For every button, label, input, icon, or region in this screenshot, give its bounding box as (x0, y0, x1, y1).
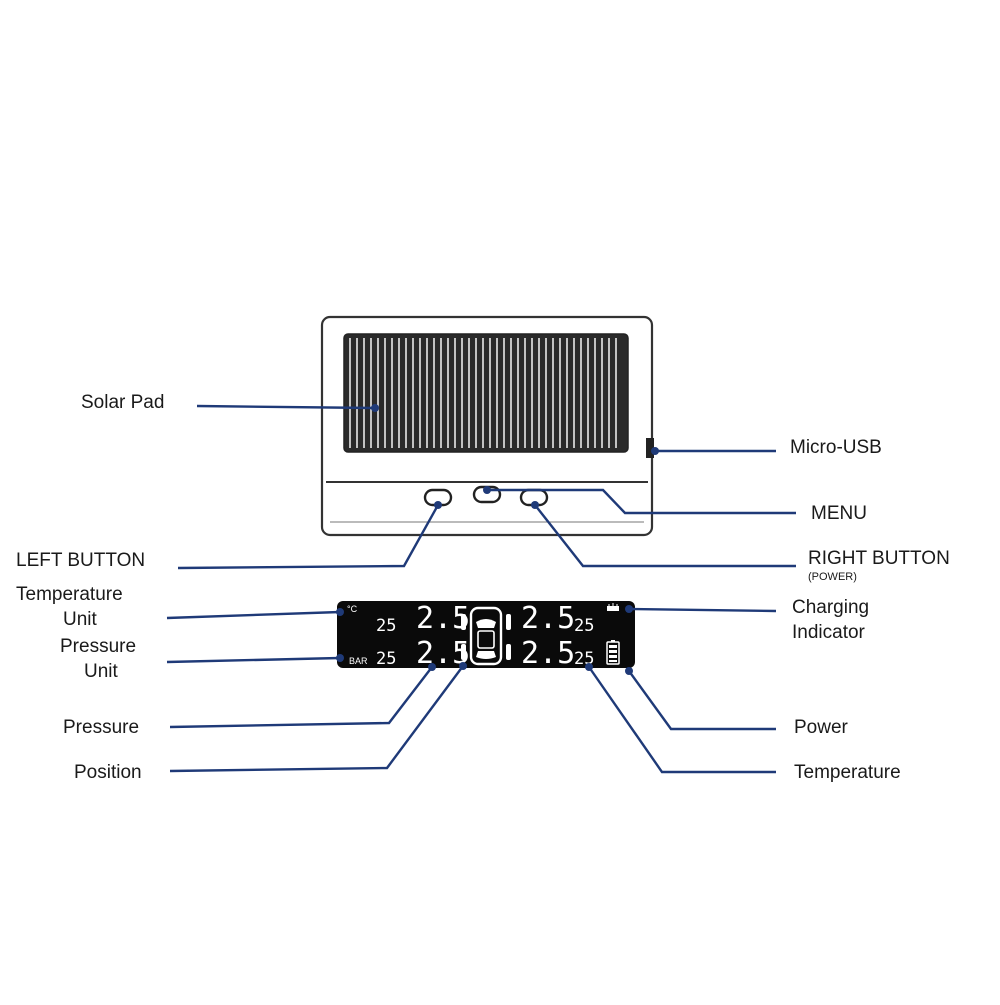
lcd-screen: °C BAR 25 2.5 25 2.5 2.5 25 2.5 25 (337, 601, 635, 671)
temperature-unit-indicator: °C (347, 604, 358, 614)
micro-usb-label: Micro-USB (790, 437, 882, 458)
rear-left-temperature: 25 (376, 649, 396, 669)
temperature-unit-label-line1: Temperature (16, 584, 123, 605)
battery-outline (606, 641, 620, 665)
leader-lines (166, 404, 796, 774)
pressure-unit-leader (166, 656, 341, 664)
battery-level-3 (609, 655, 617, 658)
car-outline (469, 606, 503, 666)
front-right-pressure: 2.5 (521, 601, 575, 636)
right-button-leader (534, 504, 796, 568)
position-leader (169, 665, 464, 773)
car-position-icon (461, 606, 511, 666)
charging-indicator-bar (607, 606, 619, 611)
right-button-sublabel: (POWER) (808, 571, 857, 583)
charging-indicator-label-line1: Charging (792, 597, 869, 618)
car-rear-window (476, 651, 496, 659)
charging-indicator-icon (607, 603, 619, 611)
charging-indicator-leader (628, 607, 777, 613)
menu-leader (487, 488, 796, 515)
menu-label: MENU (811, 503, 867, 524)
micro-usb-port (646, 438, 654, 458)
car-windshield (476, 619, 496, 628)
battery-icon (606, 640, 620, 665)
rear-right-position-bar (506, 644, 511, 660)
solar-pad-anchor (371, 404, 379, 412)
front-right-position-bar (506, 614, 511, 630)
solar-pad (343, 333, 629, 453)
solar-pad-label: Solar Pad (81, 392, 164, 413)
pressure-unit-label-line2: Unit (84, 661, 119, 682)
rear-left-position-bar (461, 644, 466, 660)
lcd-background (337, 601, 635, 668)
device (320, 315, 654, 537)
rear-right-pressure: 2.5 (521, 636, 575, 671)
pressure-unit-label-line1: Pressure (60, 636, 136, 657)
battery-level-4 (609, 660, 617, 662)
solar-pad-cells (349, 338, 617, 448)
temperature-unit-leader (166, 610, 341, 620)
right-button-label: RIGHT BUTTON (808, 548, 950, 569)
power-leader (628, 670, 776, 731)
battery-level-2 (609, 650, 617, 653)
pressure-leader (169, 666, 433, 729)
battery-level-1 (609, 645, 617, 648)
temperature-label: Temperature (794, 762, 901, 783)
front-left-temperature: 25 (376, 616, 396, 636)
temperature-unit-label-line2: Unit (63, 609, 98, 630)
left-button-leader (177, 504, 440, 570)
left-button-label: LEFT BUTTON (16, 550, 145, 571)
charging-indicator-label-line2: Indicator (792, 622, 866, 643)
solar-pad-leader (196, 404, 376, 410)
pressure-unit-indicator: BAR (349, 656, 368, 666)
pressure-label: Pressure (63, 717, 139, 738)
front-right-temperature: 25 (574, 616, 594, 636)
front-left-position-bar (461, 614, 466, 630)
callout-labels: Solar Pad Micro-USB MENU LEFT BUTTON RIG… (16, 392, 950, 783)
car-roof (477, 630, 495, 649)
position-label: Position (74, 762, 142, 783)
temperature-leader (588, 666, 776, 774)
power-label: Power (794, 717, 849, 738)
